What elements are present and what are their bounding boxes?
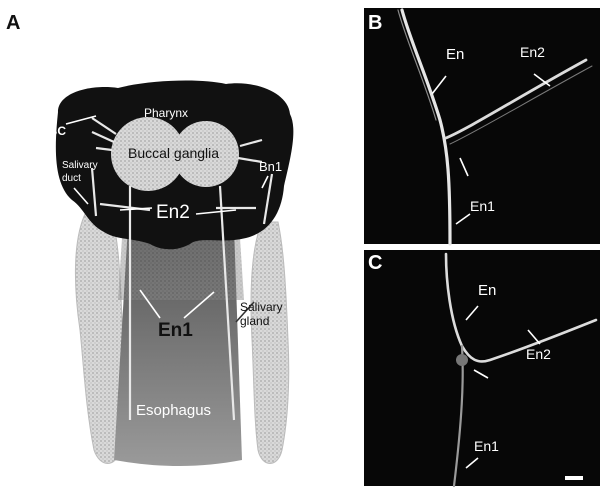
- salivary-gland-label-line2: gland: [240, 314, 270, 328]
- c-en-label: En: [478, 282, 497, 299]
- bn1-label: Bn1: [259, 159, 283, 174]
- b-unlabeled-arrow: [459, 157, 469, 177]
- scale-bar: [565, 476, 583, 480]
- panel-c-letter: C: [368, 252, 383, 274]
- en2-arrow-right: [195, 209, 237, 215]
- c-en2-arrow: [527, 329, 541, 345]
- b-en-label: En: [446, 46, 465, 63]
- buccal-ganglion-left: [111, 117, 185, 191]
- panel-b-micrograph: [364, 8, 600, 244]
- panel-b-letter: B: [368, 12, 383, 34]
- buccal-ganglia-label: Buccal ganglia: [128, 145, 220, 161]
- en1-arrow-right: [183, 291, 215, 319]
- salivary-duct-right: [262, 173, 274, 225]
- en1-arrow-left: [139, 289, 161, 319]
- b-en2-arrow: [533, 73, 551, 87]
- en-nerve-right: [218, 185, 236, 421]
- bn1-arrow: [261, 175, 269, 189]
- nerve-left-upper: [95, 146, 113, 152]
- salivary-duct-label-line2: duct: [62, 173, 81, 184]
- c-en1-arrow: [465, 457, 479, 469]
- cbc-arrow: [65, 115, 97, 125]
- nerve-right-upper: [239, 138, 263, 148]
- en2-label: En2: [156, 202, 190, 223]
- c-en-arrow: [465, 305, 479, 321]
- cbc-label: CBC: [40, 124, 66, 138]
- c-en2-label: En2: [526, 346, 551, 362]
- nerve-cbc-1: [91, 117, 117, 135]
- nerve-cbc-2: [91, 130, 115, 144]
- buccal-ganglion-right: [173, 121, 239, 187]
- en1-label: En1: [158, 320, 193, 341]
- salivary-gland-right: [250, 221, 290, 464]
- c-unlabeled-arrow: [473, 369, 489, 379]
- en2-arrow-left: [119, 207, 153, 211]
- salivary-duct-left: [90, 167, 98, 217]
- panel-a-letter: A: [6, 12, 21, 34]
- panel-c-micrograph: [364, 250, 600, 486]
- salivary-gland-label-line1: Salivary: [240, 300, 283, 314]
- b-en1-arrow: [455, 213, 471, 225]
- salivary-duct-label-line1: Salivary: [62, 160, 98, 171]
- nerve-right-bn1: [237, 156, 263, 164]
- b-en-arrow: [431, 75, 447, 95]
- salivary-gland-arrow: [235, 301, 255, 323]
- b-en2-label: En2: [520, 44, 545, 60]
- c-en1-label: En1: [474, 438, 499, 454]
- salivary-duct-arrow: [73, 187, 89, 205]
- esophagus-label: Esophagus: [136, 402, 212, 419]
- b-en1-label: En1: [470, 198, 495, 214]
- pharynx-label: Pharynx: [144, 106, 189, 120]
